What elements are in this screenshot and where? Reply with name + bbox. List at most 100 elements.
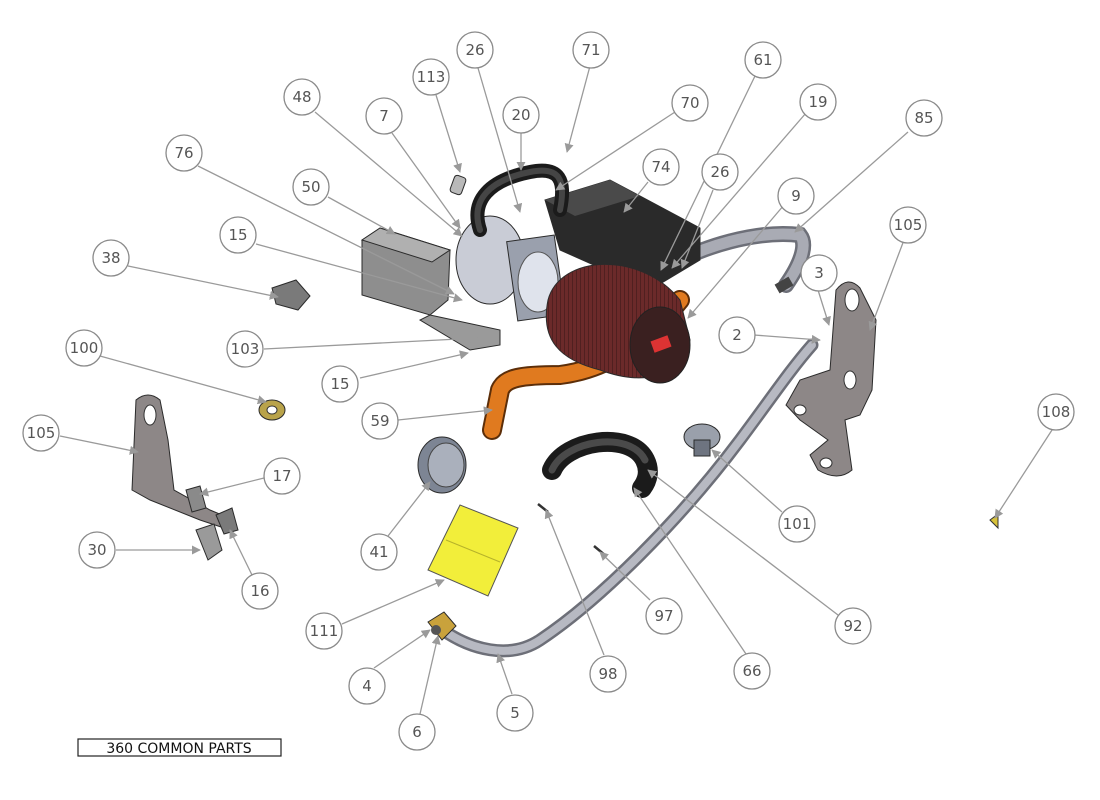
balloon-labels: 26 71 113 48 20 70 61 19 7 74 85 76 50 2… <box>22 31 1075 751</box>
balloon: 85 <box>905 99 943 137</box>
balloon: 105 <box>889 206 927 244</box>
balloon-label: 111 <box>310 622 339 640</box>
balloon: 108 <box>1037 393 1075 431</box>
leader-105r <box>868 239 905 331</box>
leader-113 <box>435 94 462 173</box>
balloon-label: 100 <box>70 339 99 357</box>
balloon-label: 26 <box>710 163 729 181</box>
leader-15 <box>255 243 463 303</box>
radiator-74-top <box>545 180 640 216</box>
balloon: 19 <box>799 83 837 121</box>
balloon-label: 66 <box>742 662 761 680</box>
leader-92 <box>647 469 839 616</box>
balloon: 4 <box>348 667 386 705</box>
bracket-hole <box>844 288 860 312</box>
balloon: 15 <box>321 365 359 403</box>
dark-hose-92-highlight <box>548 438 649 474</box>
title-block: 360 COMMON PARTS <box>77 738 282 757</box>
leader-lines <box>59 65 1053 715</box>
control-box-50-top <box>360 227 452 263</box>
balloon: 76 <box>165 134 203 172</box>
hose-clamp <box>774 276 794 294</box>
hose-fitting-6 <box>431 625 441 635</box>
leader-2 <box>753 334 821 344</box>
connector-38 <box>271 279 311 311</box>
sensor-30 <box>195 523 223 561</box>
balloon-label: 38 <box>101 249 120 267</box>
leader-4 <box>373 629 431 669</box>
balloon-label: 7 <box>379 107 389 125</box>
leader-15b <box>359 350 469 379</box>
cap-41-face <box>427 442 465 488</box>
leader-101 <box>711 449 783 513</box>
balloon: 100 <box>65 329 103 367</box>
balloon: 70 <box>671 84 709 122</box>
leader-98 <box>544 509 605 656</box>
balloon: 74 <box>642 148 680 186</box>
coolant-hose-5-highlight <box>436 341 816 655</box>
balloon-label: 6 <box>412 723 422 741</box>
balloon-label: 105 <box>27 424 56 442</box>
washer-100-hole <box>266 405 278 415</box>
leader-48 <box>314 111 463 237</box>
balloon-label: 98 <box>598 665 617 683</box>
balloon-label: 26 <box>465 41 484 59</box>
balloon: 61 <box>744 41 782 79</box>
leader-70 <box>555 111 676 191</box>
balloon: 26 <box>456 31 494 69</box>
balloon: 6 <box>398 713 436 751</box>
balloon-label: 92 <box>843 617 862 635</box>
balloon-label: 108 <box>1042 403 1071 421</box>
leader-7 <box>391 132 461 229</box>
balloon: 98 <box>589 655 627 693</box>
balloon: 50 <box>292 168 330 206</box>
balloon: 59 <box>361 402 399 440</box>
leader-6 <box>419 635 441 715</box>
title-box <box>77 738 282 757</box>
balloon: 41 <box>360 533 398 571</box>
balloon: 15 <box>219 216 257 254</box>
balloon: 97 <box>645 597 683 635</box>
balloon-label: 59 <box>370 412 389 430</box>
leader-26b <box>680 189 714 269</box>
leader-19 <box>671 112 807 269</box>
balloon-label: 70 <box>680 94 699 112</box>
balloon-label: 3 <box>814 264 824 282</box>
leader-71 <box>564 65 591 153</box>
balloon: 26 <box>701 153 739 191</box>
balloon-label: 5 <box>510 704 520 722</box>
leader-85 <box>794 131 909 233</box>
balloon-label: 4 <box>362 677 372 695</box>
leader-50 <box>327 196 396 235</box>
balloon: 48 <box>283 78 321 116</box>
air-filter-logo <box>650 335 672 353</box>
bracket-hole <box>819 457 833 469</box>
leader-16 <box>229 529 253 576</box>
balloon: 113 <box>412 58 450 96</box>
balloon-label: 97 <box>654 607 673 625</box>
balloon-label: 50 <box>301 178 320 196</box>
balloon-label: 2 <box>732 326 742 344</box>
bracket-hole <box>793 404 807 416</box>
balloon: 5 <box>496 694 534 732</box>
balloon: 105 <box>22 414 60 452</box>
balloon-label: 41 <box>369 543 388 561</box>
leader-100 <box>99 355 267 405</box>
balloon-label: 20 <box>511 106 530 124</box>
balloon: 7 <box>365 97 403 135</box>
balloon-label: 71 <box>581 41 600 59</box>
balloon-label: 15 <box>228 226 247 244</box>
drawing-title: 360 COMMON PARTS <box>106 741 251 757</box>
leader-5 <box>496 653 513 695</box>
balloon-label: 19 <box>808 93 827 111</box>
balloon: 30 <box>78 531 116 569</box>
leader-111 <box>341 579 445 625</box>
balloon: 71 <box>572 31 610 69</box>
bracket-105-left <box>131 394 235 531</box>
balloon-label: 61 <box>753 51 772 69</box>
bracket-hole <box>143 404 157 426</box>
sensor-113 <box>449 174 467 196</box>
leader-66 <box>633 487 747 655</box>
thermostat-101-body <box>693 439 711 457</box>
